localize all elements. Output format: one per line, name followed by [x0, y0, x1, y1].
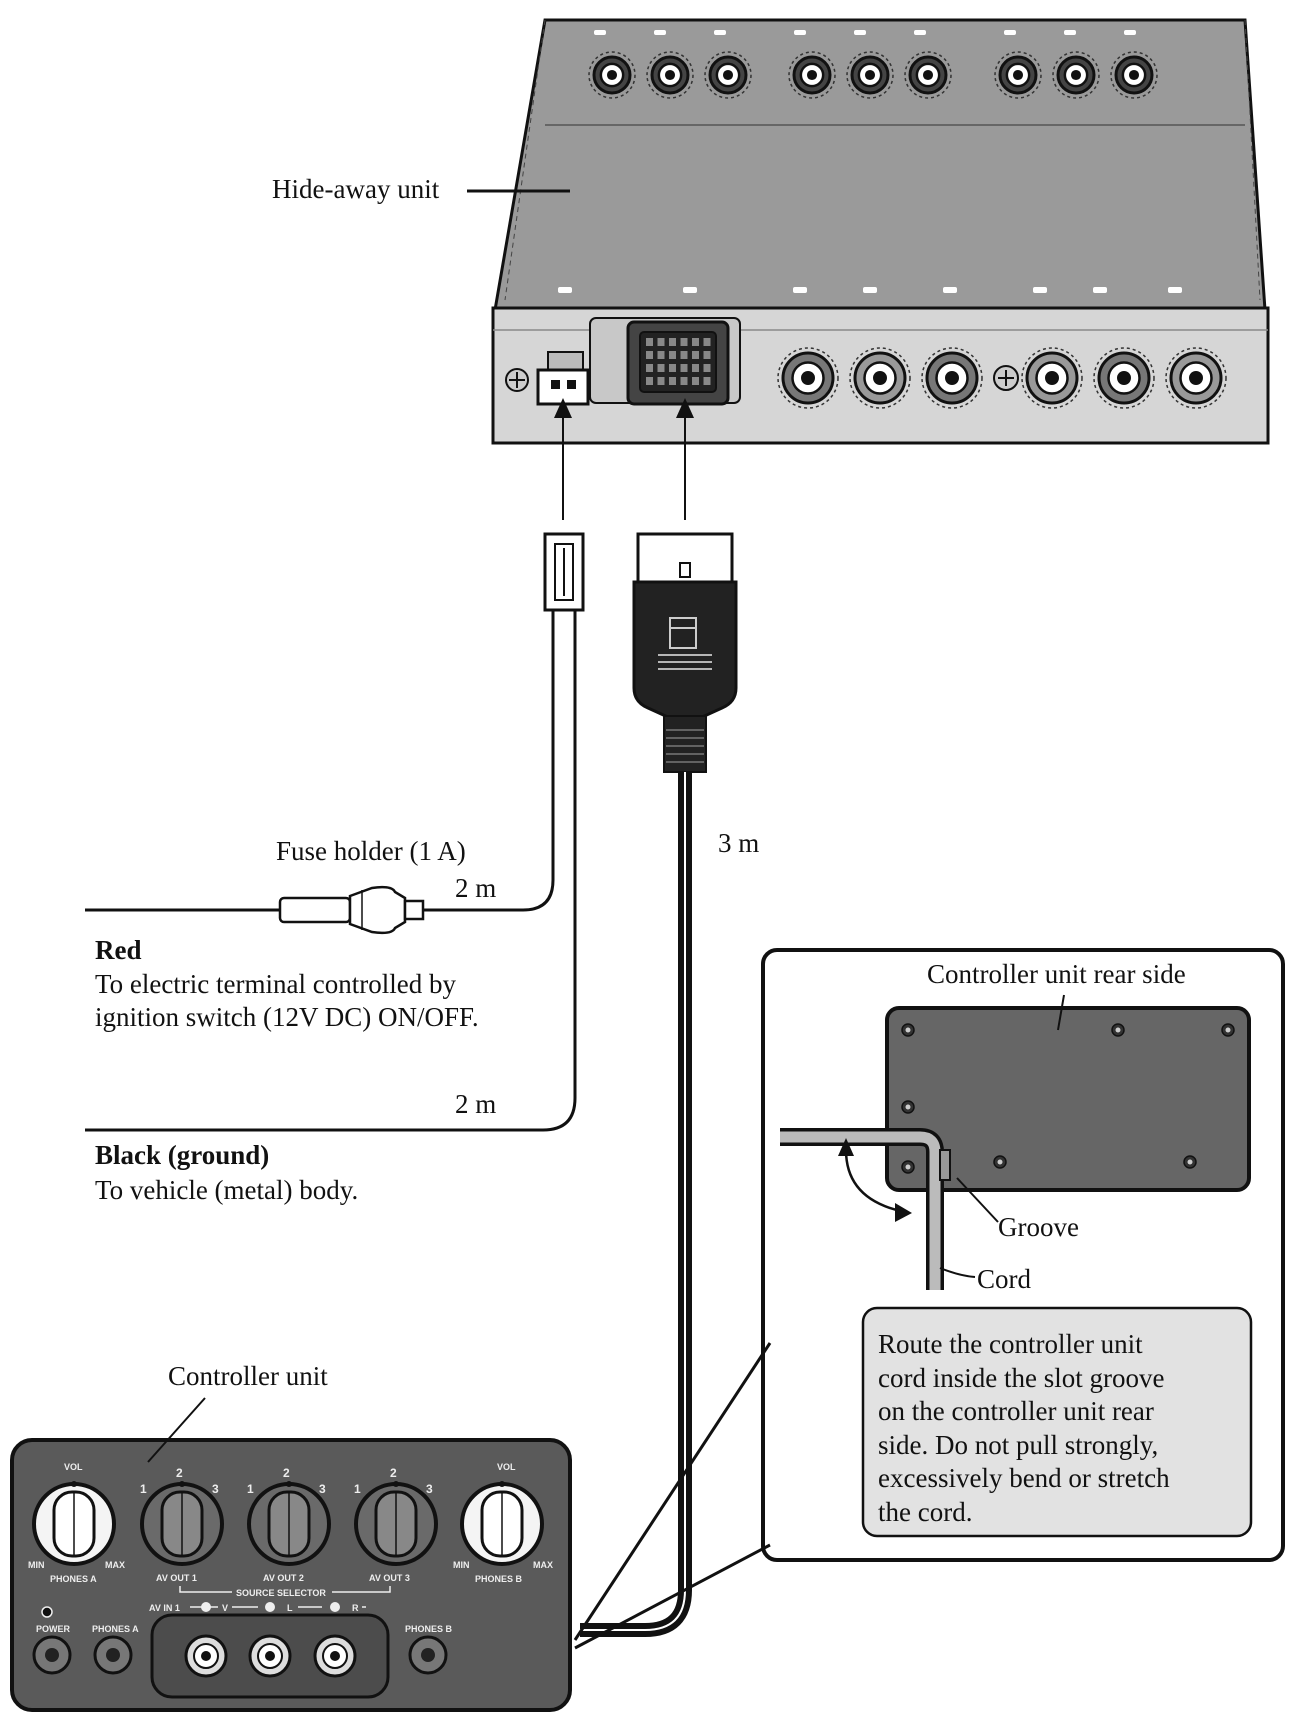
rca-jack — [1165, 347, 1227, 409]
red-wire-desc-2: ignition switch (12V DC) ON/OFF. — [95, 1002, 479, 1032]
rca-jack — [788, 51, 836, 99]
phones-b-knob-label: PHONES B — [475, 1574, 523, 1584]
hideaway-unit — [491, 18, 1270, 445]
av-in-1-label: AV IN 1 — [149, 1603, 180, 1613]
av-out-1-selector-knob — [140, 1481, 224, 1566]
rca-jack — [1021, 347, 1083, 409]
note-line: the cord. — [878, 1496, 973, 1527]
screw-icon — [993, 365, 1019, 391]
insert-arrow-controller — [676, 398, 694, 520]
knob3-pos-2: 2 — [390, 1466, 397, 1480]
note-line: excessively bend or stretch — [878, 1463, 1170, 1493]
note-line: side. Do not pull strongly, — [878, 1429, 1159, 1460]
vol-left-label: VOL — [64, 1462, 83, 1472]
note-line: Route the controller unit — [878, 1329, 1143, 1359]
jack-r-label: R — [352, 1603, 359, 1613]
rca-jack — [849, 347, 911, 409]
knob3-pos-1: 1 — [354, 1482, 361, 1496]
min-label-right: MIN — [453, 1560, 470, 1570]
black-wire-title: Black (ground) — [95, 1140, 270, 1170]
knob2-pos-2: 2 — [283, 1466, 290, 1480]
max-label-left: MAX — [105, 1560, 125, 1570]
source-selector-label: SOURCE SELECTOR — [236, 1588, 326, 1598]
phones-a-jack — [93, 1635, 133, 1675]
av-out-2-label: AV OUT 2 — [263, 1573, 304, 1583]
knob2-pos-3: 3 — [319, 1482, 326, 1496]
fuse-holder-label: Fuse holder (1 A) — [276, 836, 466, 866]
rca-jack — [921, 347, 983, 409]
av-in-jack — [184, 1634, 228, 1678]
rca-jack — [1093, 347, 1155, 409]
insert-arrow-power — [554, 398, 572, 520]
rca-jack — [588, 51, 636, 99]
rca-jack — [1052, 51, 1100, 99]
controller-unit-label: Controller unit — [168, 1361, 328, 1391]
rca-jack — [1110, 51, 1158, 99]
jack-v-label: V — [222, 1603, 228, 1613]
knob3-pos-3: 3 — [426, 1482, 433, 1496]
rca-jack — [646, 51, 694, 99]
rca-jack — [777, 347, 839, 409]
av-out-3-label: AV OUT 3 — [369, 1573, 410, 1583]
black-wire-desc: To vehicle (metal) body. — [95, 1175, 359, 1205]
phones-a-volume-knob — [32, 1481, 116, 1566]
rca-jack — [994, 51, 1042, 99]
cord-label: Cord — [977, 1264, 1031, 1294]
detail-callout — [573, 948, 1285, 1650]
controller-rear-plate — [885, 1006, 1251, 1192]
hideaway-unit-label: Hide-away unit — [272, 174, 440, 204]
knob1-pos-2: 2 — [176, 1466, 183, 1480]
front-rca-jacks — [777, 347, 1227, 409]
controller-unit: VOL VOL MIN MAX MIN MAX PHONES A PHONES … — [10, 1438, 572, 1712]
red-wire-desc-1: To electric terminal controlled by — [95, 969, 456, 999]
rca-jack — [704, 51, 752, 99]
red-wire-title: Red — [95, 935, 142, 965]
max-label-right: MAX — [533, 1560, 553, 1570]
phones-b-volume-knob — [460, 1481, 544, 1566]
av-in-jack — [313, 1634, 357, 1678]
av-out-2-selector-knob — [247, 1481, 331, 1566]
bend-arrow-icon — [838, 1138, 912, 1222]
groove-label: Groove — [998, 1212, 1079, 1242]
av-in-jack — [248, 1634, 292, 1678]
knob1-pos-3: 3 — [212, 1482, 219, 1496]
vol-right-label: VOL — [497, 1462, 516, 1472]
phones-a-knob-label: PHONES A — [50, 1574, 97, 1584]
rca-jack — [904, 51, 952, 99]
note-line: on the controller unit rear — [878, 1396, 1154, 1426]
knob1-pos-1: 1 — [140, 1482, 147, 1496]
power-button — [32, 1635, 72, 1675]
note-line: cord inside the slot groove — [878, 1362, 1165, 1393]
phones-b-jack — [408, 1635, 448, 1675]
min-label-left: MIN — [28, 1560, 45, 1570]
controller-connector-socket — [589, 317, 741, 406]
jack-l-label: L — [287, 1603, 293, 1613]
av-out-3-selector-knob — [354, 1481, 438, 1566]
power-label: POWER — [36, 1624, 71, 1634]
cable-length-label: 3 m — [718, 828, 760, 858]
phones-a-jack-label: PHONES A — [92, 1624, 139, 1634]
routing-note: Route the controller unit cord inside th… — [878, 1328, 1258, 1529]
fuse-holder — [85, 885, 425, 935]
controller-plug — [632, 532, 738, 773]
note-box — [861, 1306, 1253, 1538]
top-rca-jacks — [588, 51, 1158, 99]
black-wire-length: 2 m — [455, 1089, 497, 1119]
power-plug — [543, 532, 585, 612]
phones-b-jack-label: PHONES B — [405, 1624, 453, 1634]
screw-icon — [505, 368, 529, 392]
red-wire-length: 2 m — [455, 873, 497, 903]
av-out-1-label: AV OUT 1 — [156, 1573, 197, 1583]
knob2-pos-1: 1 — [247, 1482, 254, 1496]
controller-rear-side-label: Controller unit rear side — [927, 959, 1186, 989]
rca-jack — [846, 51, 894, 99]
